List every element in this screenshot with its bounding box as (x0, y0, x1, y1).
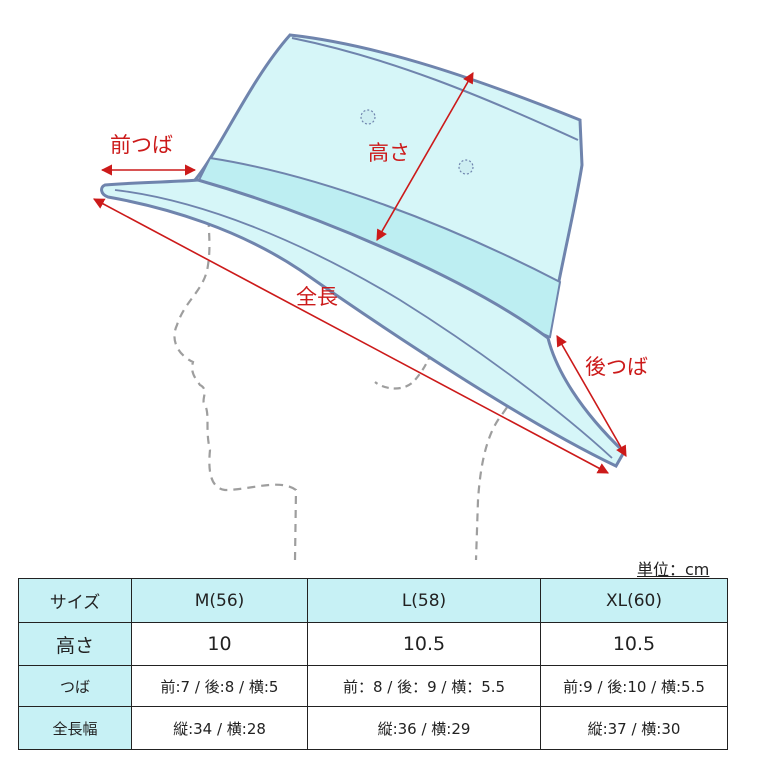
hat-size-diagram: 前つば 高さ 全長 後つば (93, 33, 648, 560)
header-l: L(58) (307, 578, 541, 623)
row-label: つば (18, 665, 132, 707)
front-brim-label: 前つば (110, 133, 173, 157)
table-row: 高さ 10 10.5 10.5 (18, 622, 728, 666)
table-cell: 縦:34 / 横:28 (131, 706, 308, 750)
table-cell: 10.5 (540, 622, 728, 666)
header-m: M(56) (131, 578, 308, 623)
table-cell: 10 (131, 622, 308, 666)
table-cell: 縦:37 / 横:30 (540, 706, 728, 750)
eyelet (458, 159, 474, 175)
row-label: 全長幅 (18, 706, 132, 750)
table-cell: 縦:36 / 横:29 (307, 706, 541, 750)
table-row: つば 前:7 / 後:8 / 横:5 前：8 / 後：9 / 横：5.5 前:9… (18, 665, 728, 707)
header-xl: XL(60) (540, 578, 728, 623)
size-table: サイズ M(56) L(58) XL(60) 高さ 10 10.5 10.5 つ… (18, 578, 728, 750)
table-row: 全長幅 縦:34 / 横:28 縦:36 / 横:29 縦:37 / 横:30 (18, 706, 728, 750)
back-brim-label: 後つば (585, 355, 648, 379)
row-label: 高さ (18, 622, 132, 666)
unit-label: 単位：cm (637, 560, 710, 579)
height-label: 高さ (368, 141, 410, 165)
table-cell: 前:9 / 後:10 / 横:5.5 (540, 665, 728, 707)
table-cell: 10.5 (307, 622, 541, 666)
back-brim-arrow (556, 335, 627, 457)
header-size: サイズ (18, 578, 132, 623)
table-cell: 前:7 / 後:8 / 横:5 (131, 665, 308, 707)
total-length-arrow (93, 198, 609, 474)
eyelet (360, 109, 376, 125)
total-length-label: 全長 (296, 285, 338, 309)
table-cell: 前：8 / 後：9 / 横：5.5 (307, 665, 541, 707)
table-header-row: サイズ M(56) L(58) XL(60) (18, 578, 728, 623)
